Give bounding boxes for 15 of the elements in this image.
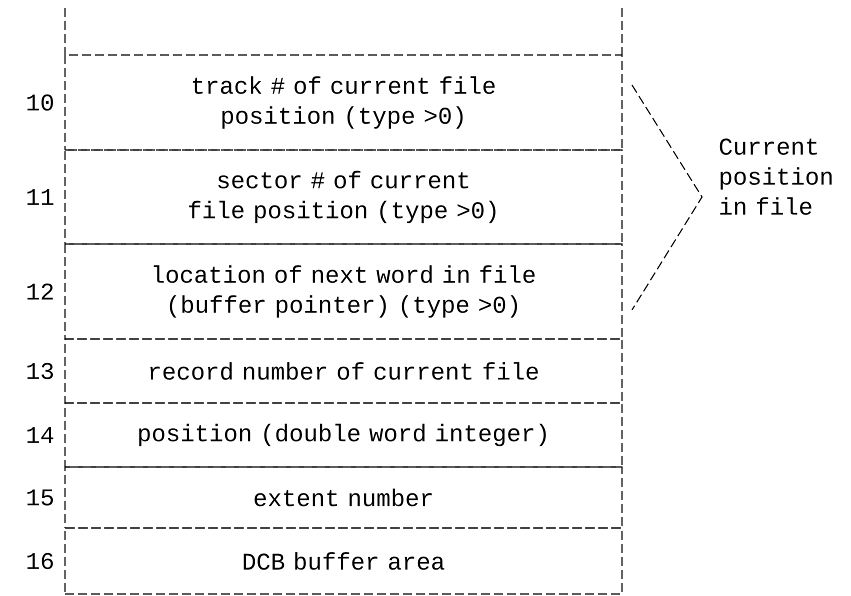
table-row: track # of current file position (type >0): [64, 54, 623, 151]
bracket-label: Current position in file: [720, 138, 832, 215]
row-number: 15: [27, 489, 53, 506]
row-number: 12: [27, 283, 53, 300]
table-row: record number of current file: [64, 338, 623, 404]
table-row: DCB buffer area: [64, 527, 623, 595]
row-number: 16: [27, 552, 53, 570]
row-number: 10: [27, 94, 53, 111]
row-number: 13: [27, 362, 53, 380]
table-row: extent number: [64, 466, 623, 529]
table-row: position (double word integer): [64, 402, 623, 468]
table-row: location of next word in file (buffer pointer) (type >0): [64, 243, 623, 340]
row-number: 14: [27, 427, 54, 443]
row-number: 11: [27, 189, 54, 205]
table-row: sector # of current file position (type >0): [64, 149, 623, 245]
